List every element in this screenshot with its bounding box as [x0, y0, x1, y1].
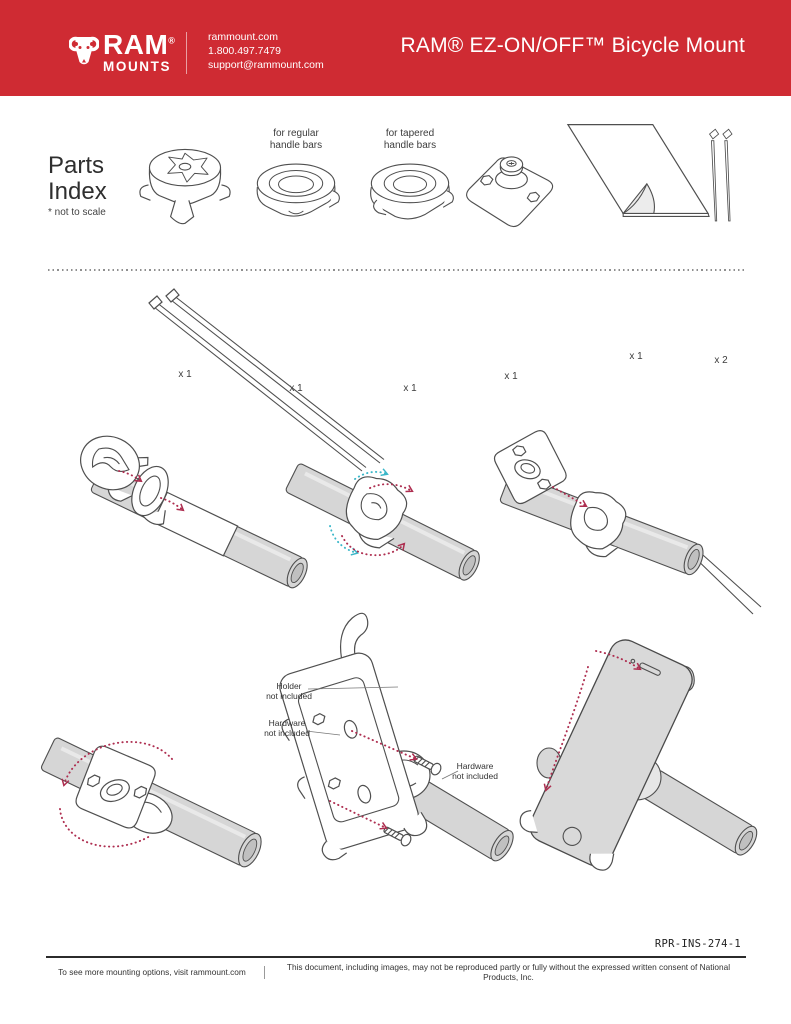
diamond-plate [493, 430, 567, 505]
header: RAM® MOUNTS rammount.com 1.800.497.7479 … [0, 0, 791, 96]
not-to-scale-note: * not to scale [48, 207, 106, 218]
wedge-regular-illustration [256, 163, 340, 217]
part-qty: x 2 [714, 355, 728, 366]
dotted-divider [48, 269, 745, 271]
ez-on-off-base-illustration [139, 148, 231, 225]
step-3-attach-diamond-base [493, 430, 762, 615]
phone-holder-cradle [279, 612, 428, 861]
brand-name: RAM® [103, 29, 176, 60]
holder-not-included-label: Holder not included [266, 681, 312, 701]
screw [383, 826, 412, 847]
ram-head-icon [69, 36, 99, 65]
step-1-slide-parts-onto-handlebar [80, 435, 308, 589]
ram-mounts-logo: RAM® MOUNTS [69, 31, 175, 77]
step-2-secure-with-cable-ties [148, 288, 480, 581]
contact-info: rammount.com 1.800.497.7479 support@ramm… [208, 30, 324, 72]
part-ez-on-off-base: x 1 [137, 138, 233, 380]
part-diamond-base: x 1 [462, 140, 560, 382]
tapered-handlebars-note: for tapered handle bars [383, 128, 437, 151]
contact-email: support@rammount.com [208, 59, 324, 71]
part-qty: x 1 [629, 351, 643, 362]
footer-note-left: To see more mounting options, visit ramm… [58, 967, 246, 977]
footer-divider [264, 965, 265, 979]
adhesive-sheet-illustration [566, 124, 710, 217]
hardware-not-included-label-left: Hardware not included [264, 718, 310, 738]
page-title: RAM® EZ-ON/OFF™ Bicycle Mount [400, 34, 745, 57]
screw [413, 755, 442, 776]
registered-mark: ® [168, 35, 176, 46]
document-number: RPR-INS-274-1 [654, 938, 741, 950]
part-wedge-tapered: x 1 [364, 152, 456, 394]
diamond-base-illustration [466, 156, 554, 228]
footer-rule [46, 956, 746, 958]
parts-index-heading: Parts Index [48, 152, 107, 205]
contact-phone: 1.800.497.7479 [208, 45, 281, 57]
part-qty: x 1 [178, 369, 192, 380]
cable-ties-illustration [708, 128, 733, 222]
part-qty: x 1 [403, 383, 417, 394]
wedge-tapered-illustration [370, 163, 454, 220]
hardware-not-included-label-right: Hardware not included [452, 761, 498, 781]
part-wedge-regular: x 1 [250, 152, 342, 394]
part-qty: x 1 [504, 371, 518, 382]
part-qty: x 1 [289, 383, 303, 394]
assembly-diagram [40, 288, 762, 871]
step-6-insert-device [519, 639, 758, 871]
step-5-attach-holder [279, 612, 514, 862]
contact-website: rammount.com [208, 31, 279, 43]
smartphone [519, 639, 693, 871]
step-4-rotate-to-position [40, 737, 262, 868]
footer-copyright: This document, including images, may not… [286, 962, 731, 982]
cable-ties-long [148, 288, 385, 472]
regular-handlebars-note: for regular handle bars [269, 128, 323, 151]
part-cable-ties: x 2 [700, 124, 742, 366]
mounted-diamond-plate [75, 745, 156, 829]
brand-sub: MOUNTS [103, 59, 172, 74]
footer: To see more mounting options, visit ramm… [46, 962, 746, 982]
base-clamp-on-tube [345, 476, 408, 549]
header-divider [186, 32, 187, 74]
part-adhesive-sheet: x 1 [560, 120, 712, 362]
